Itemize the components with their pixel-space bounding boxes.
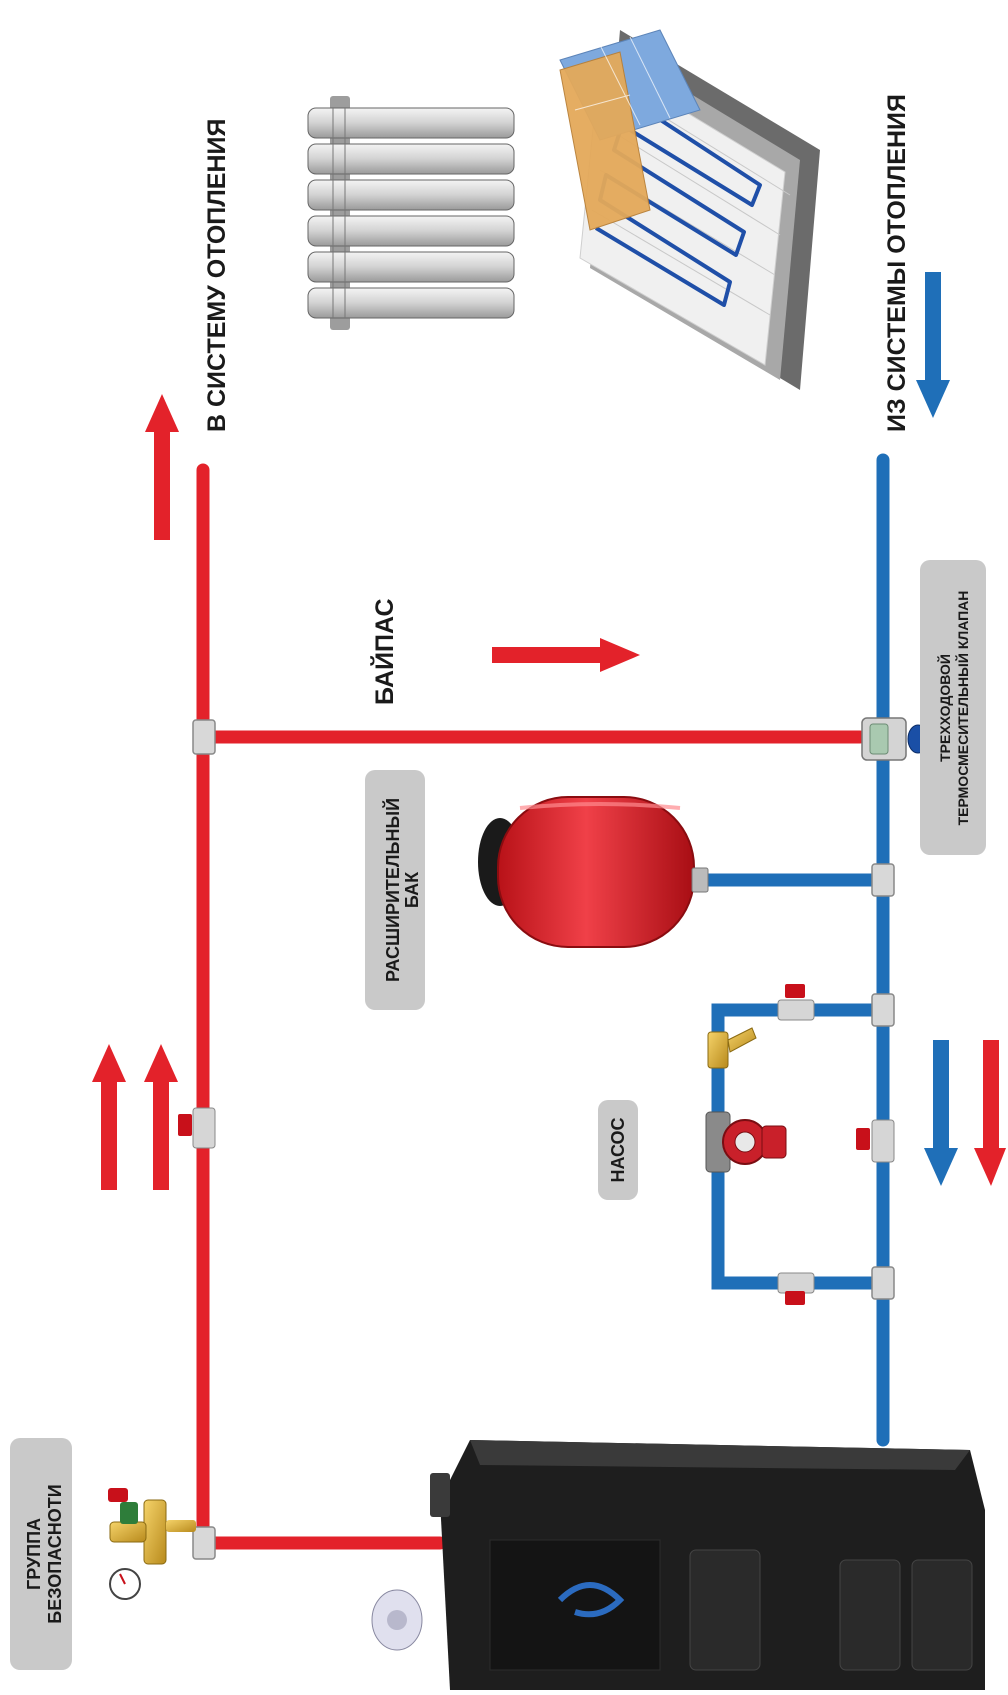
valve-label-line2: ТЕРМОСМЕСИТЕЛЬНЫЙ КЛАПАН bbox=[954, 591, 971, 826]
supply-tee-fitting bbox=[192, 719, 216, 755]
y-strainer-filter bbox=[707, 1027, 757, 1069]
valve-label-box bbox=[920, 560, 986, 855]
valve-label-line1: ТРЕХХОДОВОЙ bbox=[936, 654, 953, 762]
expansion-tank-icon bbox=[478, 796, 709, 948]
tank-label-line1: РАСШИРИТЕЛЬНЫЙ bbox=[382, 798, 403, 982]
pump-loop-valve-bottom bbox=[777, 1272, 815, 1305]
arrow-up-riser-1 bbox=[92, 1044, 126, 1190]
arrow-up-riser-2 bbox=[144, 1044, 178, 1190]
label-boxes bbox=[10, 560, 986, 1670]
flow-arrows bbox=[92, 272, 1006, 1190]
arrow-up-supply-out bbox=[145, 394, 179, 540]
tank-label-line2: БАК bbox=[402, 871, 422, 908]
fittings bbox=[192, 719, 895, 1560]
tank-tee-fitting bbox=[871, 863, 895, 897]
safety-label-line1: ГРУППА bbox=[24, 1518, 44, 1590]
supply-ball-valve bbox=[178, 1107, 216, 1149]
radiator-icon bbox=[307, 96, 515, 330]
three-way-mixing-valve-icon bbox=[861, 717, 929, 761]
pump-label-box bbox=[598, 1100, 638, 1200]
pump-label: НАСОС bbox=[608, 1117, 628, 1182]
from-system-label: ИЗ СИСТЕМЫ ОТОПЛЕНИЯ bbox=[883, 94, 911, 432]
bypass-label: БАЙПАС bbox=[369, 599, 399, 706]
safety-group-icon bbox=[108, 1488, 196, 1600]
underfloor-heating-icon bbox=[559, 29, 820, 390]
to-system-label: В СИСТЕМУ ОТОПЛЕНИЯ bbox=[203, 119, 231, 432]
tank-label-box bbox=[365, 770, 425, 1010]
arrow-down-return-red bbox=[974, 1040, 1006, 1186]
arrow-right-bypass bbox=[492, 638, 640, 672]
safety-label-line2: БЕЗОПАСНОТИ bbox=[45, 1484, 65, 1623]
return-ball-valve bbox=[856, 1119, 895, 1163]
boiler-tee-fitting bbox=[192, 1526, 216, 1560]
solid-fuel-boiler-icon bbox=[371, 1440, 985, 1690]
pump-bottom-tee-fitting bbox=[871, 1266, 895, 1300]
safety-label-box bbox=[10, 1438, 72, 1670]
hot-pipes bbox=[196, 463, 867, 1550]
pump-loop-valve-top bbox=[777, 984, 815, 1021]
pump-top-tee-fitting bbox=[871, 993, 895, 1027]
ball-valves bbox=[178, 984, 895, 1305]
arrow-down-return-in bbox=[916, 272, 950, 418]
arrow-down-return-blue bbox=[924, 1040, 958, 1186]
circulation-pump-icon bbox=[705, 1111, 787, 1173]
